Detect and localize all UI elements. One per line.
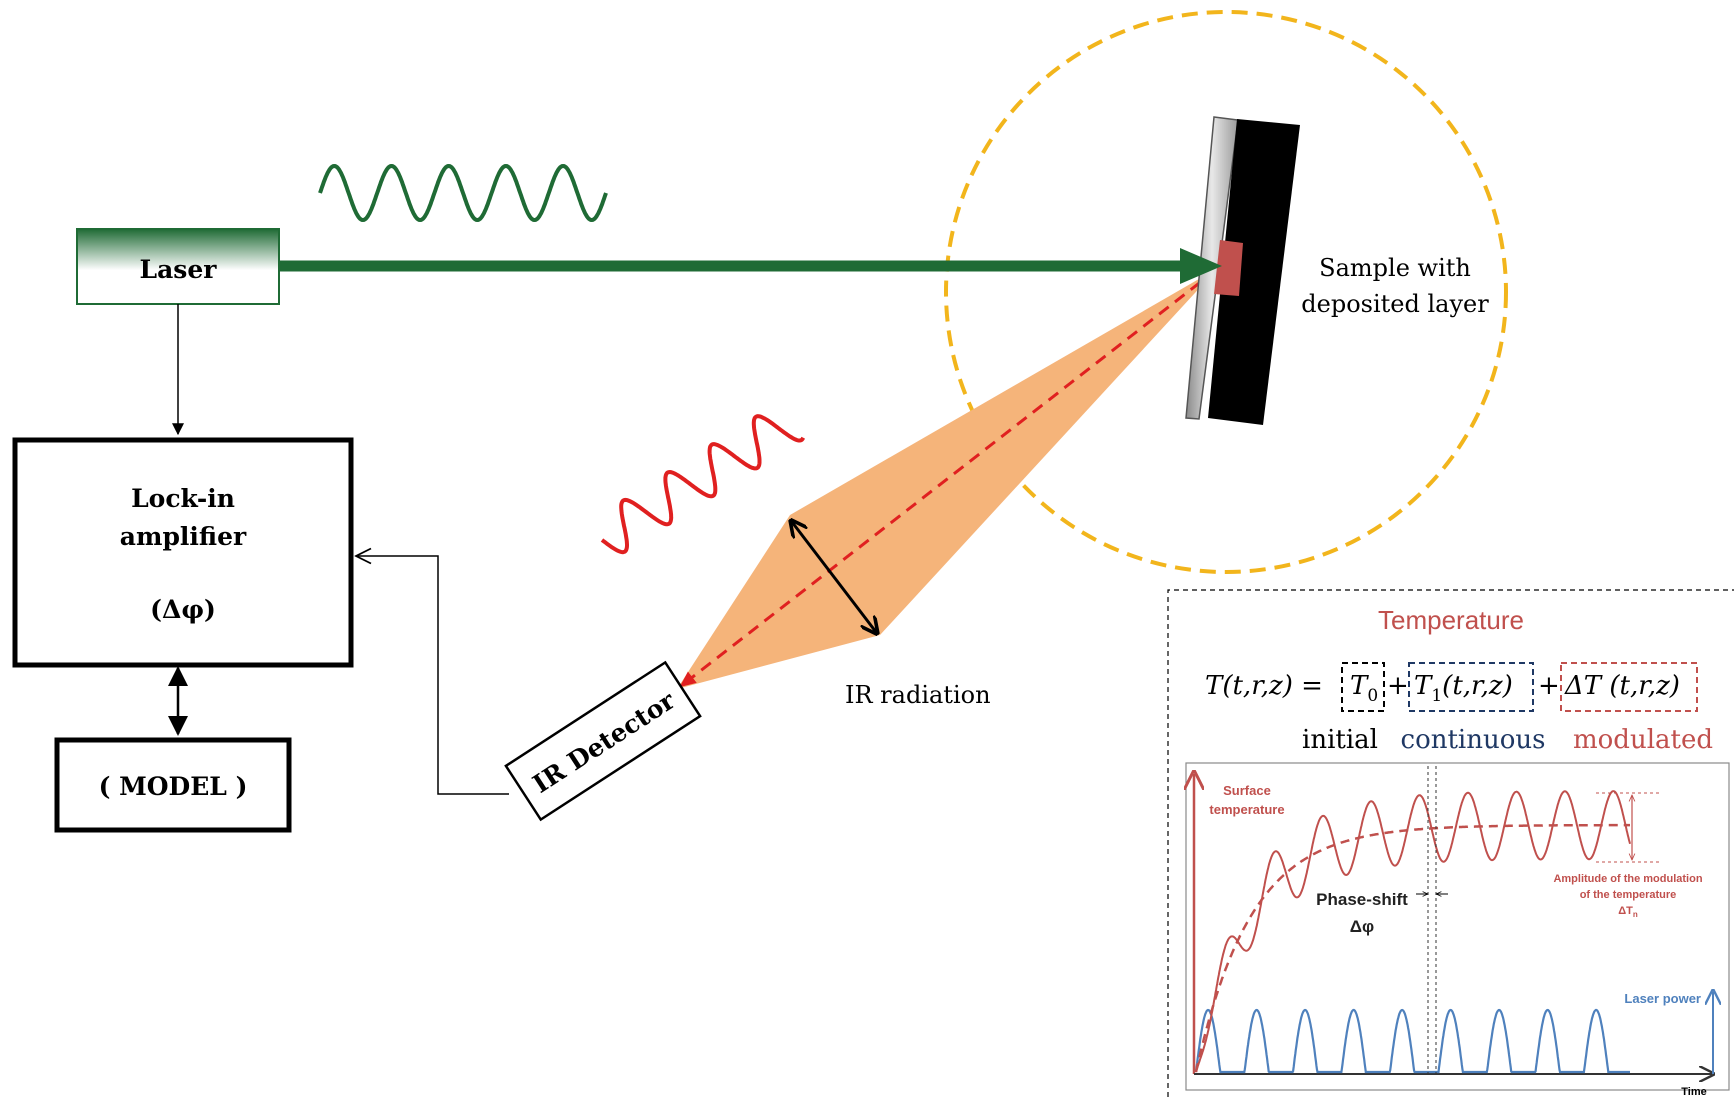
label-modulated: modulated — [1573, 725, 1713, 755]
surface-temp-label-1: Surface — [1223, 783, 1271, 798]
term-continuous-box — [1408, 662, 1534, 712]
equation-title: Temperature — [1378, 605, 1524, 635]
ir-wave-icon — [600, 414, 805, 555]
signal-plot: Surface temperature Phase-shift Δφ Ampli… — [1186, 762, 1730, 1098]
lockin-amplifier-box — [12, 437, 354, 668]
equation-lhs: T(t,r,z) = — [1205, 671, 1323, 701]
amplitude-label-3: ΔTn — [1618, 905, 1638, 919]
term-initial: T0 — [1350, 671, 1378, 706]
lockin-label-line1: Lock-in — [131, 484, 235, 513]
ir-detector: IR Detector — [504, 660, 702, 822]
lockin-label-phase: (Δφ) — [150, 595, 216, 624]
steady-state-trend — [1194, 823, 1630, 1073]
phase-shift-label-2: Δφ — [1350, 917, 1374, 936]
laser-power-label: Laser power — [1624, 991, 1701, 1006]
phase-shift-label-1: Phase-shift — [1316, 890, 1408, 909]
detector-to-lockin-line — [356, 556, 509, 795]
term-initial-box — [1341, 662, 1385, 712]
model-label: ( MODEL ) — [99, 772, 248, 801]
term-modulated: ΔT (t,r,z) — [1564, 671, 1680, 701]
inset-frame — [1167, 589, 1734, 1097]
model-box — [54, 737, 292, 833]
laser-spot — [1214, 240, 1243, 296]
ir-radiation-label: IR radiation — [845, 681, 991, 709]
amplitude-label-1: Amplitude of the modulation — [1553, 873, 1702, 885]
sample-deposited-layer — [1208, 119, 1300, 425]
ir-detector-box — [504, 660, 702, 822]
laser-wave-icon — [318, 163, 608, 223]
plus-sign-1: + — [1387, 671, 1409, 701]
cone-width-double-arrow — [792, 522, 876, 632]
sample-label-line1: Sample with — [1319, 254, 1471, 282]
surface-temp-label-2: temperature — [1209, 802, 1284, 817]
laser-beam-arrowhead — [1180, 248, 1222, 284]
laser-power-curve — [1194, 1008, 1630, 1074]
laser-box — [76, 228, 280, 305]
term-continuous: T1(t,r,z) — [1414, 671, 1513, 706]
temperature-equation: T(t,r,z) = T0 + T1(t,r,z) + ΔT (t,r,z) — [1205, 662, 1698, 712]
time-label: Time — [1681, 1086, 1706, 1098]
plus-sign-2: + — [1538, 671, 1560, 701]
term-modulated-box — [1560, 662, 1698, 712]
label-continuous: continuous — [1401, 725, 1546, 755]
lockin-label-line2: amplifier — [120, 522, 247, 551]
surface-temperature-curve — [1195, 790, 1631, 1073]
amplitude-label-2: of the temperature — [1580, 889, 1677, 901]
sample-highlight-circle — [944, 10, 1508, 574]
ir-beam-axis — [679, 268, 1217, 688]
label-initial: initial — [1302, 725, 1378, 755]
laser-label: Laser — [140, 255, 218, 284]
sample-label-line2: deposited layer — [1301, 290, 1489, 318]
